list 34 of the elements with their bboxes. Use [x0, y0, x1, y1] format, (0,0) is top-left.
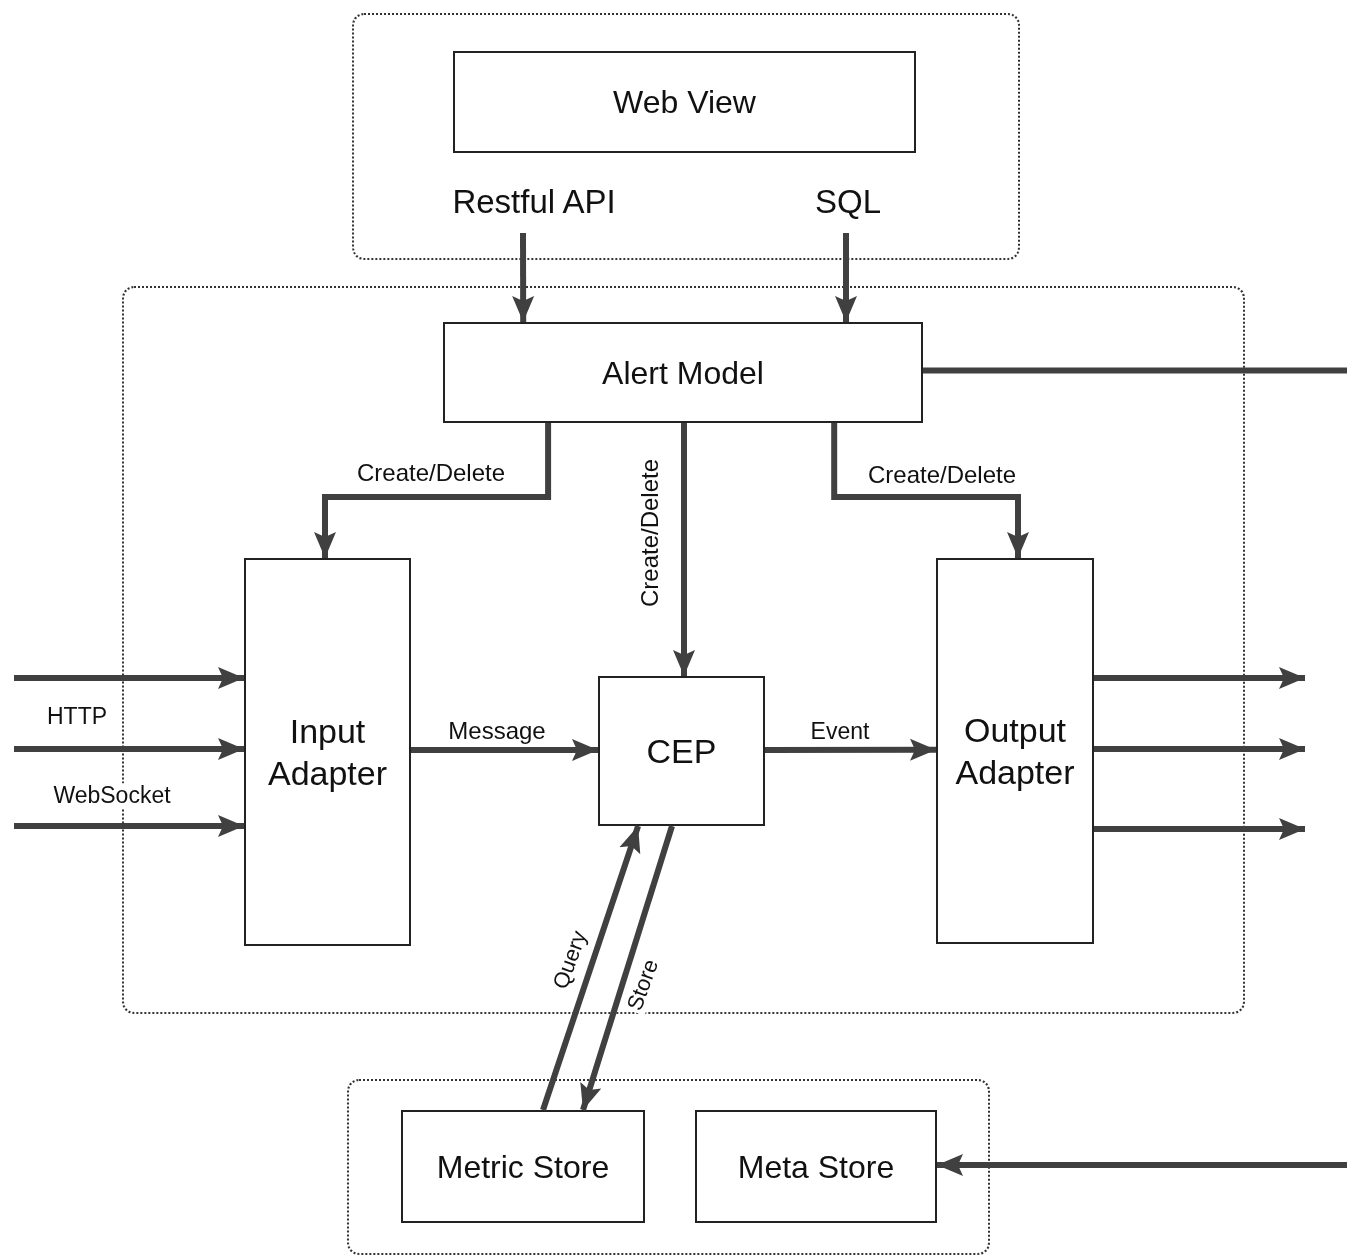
process-box: [598, 676, 765, 826]
arrow: [835, 233, 857, 322]
node-label: Alert Model: [602, 353, 764, 393]
arrow: [765, 738, 936, 761]
arrow: [14, 737, 244, 760]
arrow: [14, 666, 244, 689]
node-label: CEP: [646, 730, 717, 772]
process-box: [244, 558, 411, 946]
node-label: Web View: [613, 83, 756, 122]
edge-label: WebSocket: [51, 783, 173, 809]
arrow: [411, 739, 598, 761]
process-box: [936, 558, 1094, 944]
arrow: [1094, 667, 1305, 689]
node-label: Output Adapter: [954, 709, 1076, 793]
arrow: [1094, 738, 1305, 761]
node-label: Meta Store: [737, 1147, 895, 1187]
process-box: [695, 1110, 937, 1223]
arrow: [540, 825, 641, 1111]
arrow: [580, 825, 675, 1111]
arrow: [1094, 818, 1305, 840]
arrow: [831, 423, 1029, 558]
process-box: [401, 1110, 645, 1223]
arrow: [314, 423, 552, 558]
arrow: [512, 233, 535, 322]
dotted-group-boundary: [347, 1079, 990, 1255]
process-box: [443, 322, 923, 423]
arrow: [673, 423, 695, 676]
process-box: [453, 51, 916, 153]
dotted-group-boundary: [352, 13, 1020, 260]
arrow: [14, 815, 244, 838]
node-label: Metric Store: [436, 1147, 610, 1187]
connector-line: [923, 367, 1347, 374]
arrow: [937, 1154, 1347, 1176]
node-label: Input Adapter: [266, 710, 389, 794]
